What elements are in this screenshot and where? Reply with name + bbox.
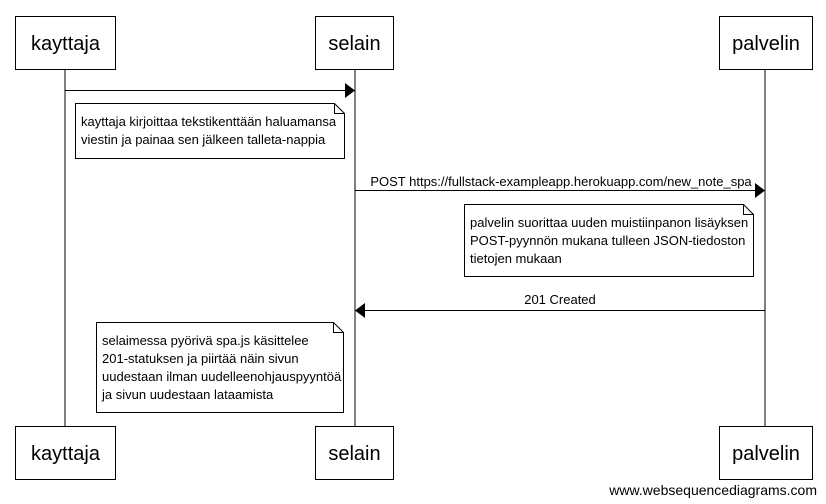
actor-label: selain [328,443,380,465]
actor-palvelin-bottom: palvelin [719,426,813,480]
actor-label: selain [328,33,380,55]
arrowhead-icon [355,303,365,318]
arrowhead-icon [755,183,765,198]
note-line: palvelin suorittaa uuden muistiinpanon l… [470,215,748,230]
arrowhead-icon [345,83,355,98]
message-label: POST https://fullstack-exampleapp.heroku… [370,174,752,189]
message-kayttaja-to-selain [65,83,355,98]
note-kayttaja-action: kayttaja kirjoittaa tekstikenttään halua… [75,103,345,159]
message-label: 201 Created [524,292,596,307]
actor-label: kayttaja [31,33,101,55]
actor-kayttaja-bottom: kayttaja [15,426,116,480]
note-selain-spa-handling: selaimessa pyörivä spa.js käsittelee 201… [96,322,344,413]
actor-label: kayttaja [31,443,101,465]
actor-label: palvelin [732,33,800,55]
note-line: tietojen mukaan [470,251,562,266]
note-line: selaimessa pyörivä spa.js käsittelee [102,333,309,348]
note-line: uudestaan ilman uudelleenohjauspyyntöä [102,369,342,384]
actor-selain-bottom: selain [315,426,394,480]
note-line: ja sivun uudestaan lataamista [101,387,274,402]
note-palvelin-processing: palvelin suorittaa uuden muistiinpanon l… [464,204,754,277]
note-line: 201-statuksen ja piirtää näin sivun [102,351,299,366]
message-palvelin-to-selain: 201 Created [355,292,765,318]
watermark-link[interactable]: www.websequencediagrams.com [609,482,817,498]
note-line: POST-pyynnön mukana tulleen JSON-tiedost… [470,233,745,248]
actor-kayttaja-top: kayttaja [15,16,116,70]
note-line: viestin ja painaa sen jälkeen talleta-na… [81,132,326,147]
actor-label: palvelin [732,443,800,465]
message-selain-to-palvelin: POST https://fullstack-exampleapp.heroku… [355,174,765,198]
actor-palvelin-top: palvelin [719,16,813,70]
actor-selain-top: selain [315,16,394,70]
note-line: kayttaja kirjoittaa tekstikenttään halua… [81,114,337,129]
